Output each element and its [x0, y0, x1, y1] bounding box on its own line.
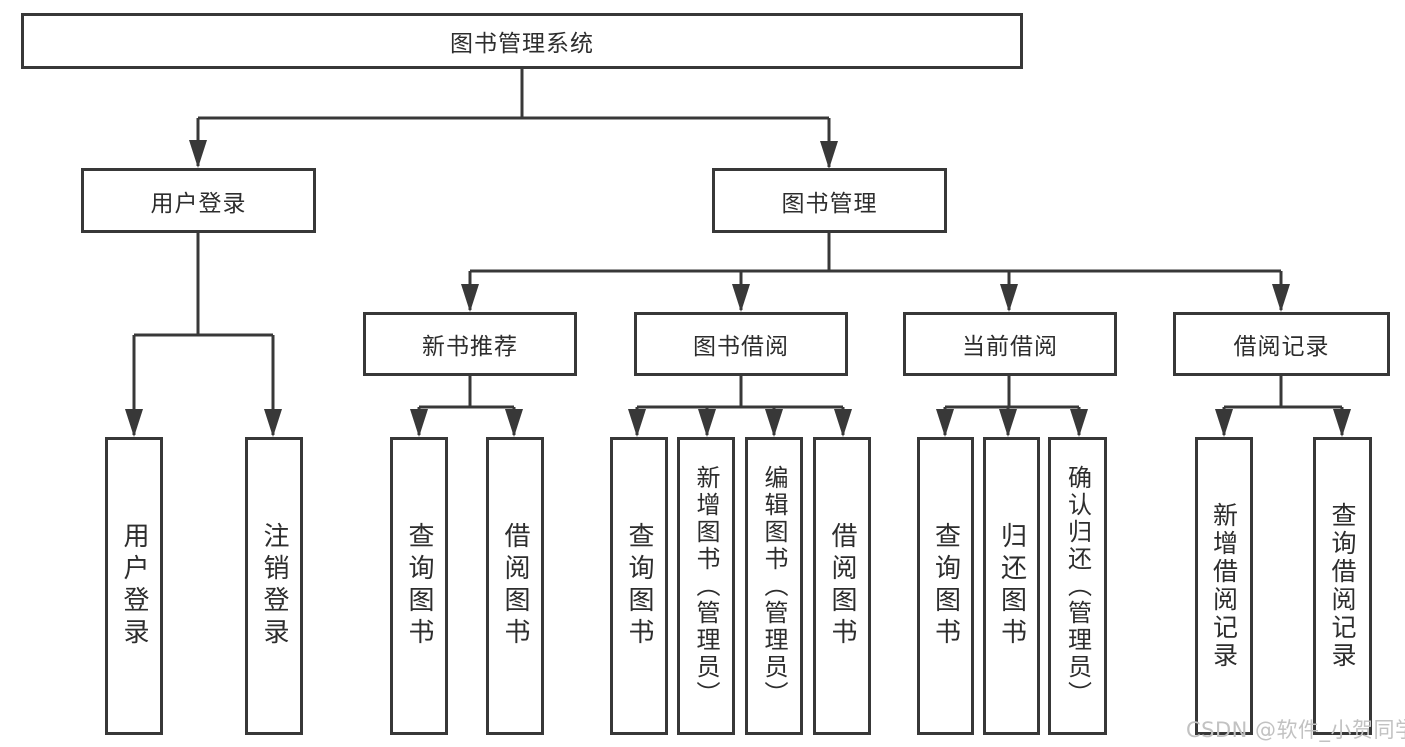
leaf-query-books-borrow: 查询图书 — [610, 437, 668, 735]
node-user-login: 用户登录 — [81, 168, 316, 233]
watermark: CSDN @软件_小贺同学 — [1186, 718, 1405, 742]
node-book-management: 图书管理 — [712, 168, 947, 233]
node-borrow-records: 借阅记录 — [1173, 312, 1390, 376]
leaf-user-login: 用户登录 — [105, 437, 163, 735]
node-current-borrow: 当前借阅 — [903, 312, 1117, 376]
leaf-borrow-books-newbook: 借阅图书 — [486, 437, 544, 735]
leaf-logout: 注销登录 — [245, 437, 303, 735]
node-root: 图书管理系统 — [21, 13, 1023, 69]
arrowheads — [125, 140, 1351, 437]
leaf-return-book: 归还图书 — [983, 437, 1040, 735]
leaf-add-book-admin: 新增图书（管理员） — [677, 437, 735, 735]
leaf-query-borrow-record: 查询借阅记录 — [1313, 437, 1372, 735]
leaf-add-borrow-record: 新增借阅记录 — [1195, 437, 1253, 735]
leaf-confirm-return-admin: 确认归还（管理员） — [1048, 437, 1107, 735]
leaf-edit-book-admin: 编辑图书（管理员） — [745, 437, 803, 735]
node-book-borrow: 图书借阅 — [634, 312, 848, 376]
leaf-query-books-current: 查询图书 — [917, 437, 974, 735]
leaf-borrow-books-borrow: 借阅图书 — [813, 437, 871, 735]
node-new-book-recommend: 新书推荐 — [363, 312, 577, 376]
leaf-query-books-newbook: 查询图书 — [390, 437, 448, 735]
